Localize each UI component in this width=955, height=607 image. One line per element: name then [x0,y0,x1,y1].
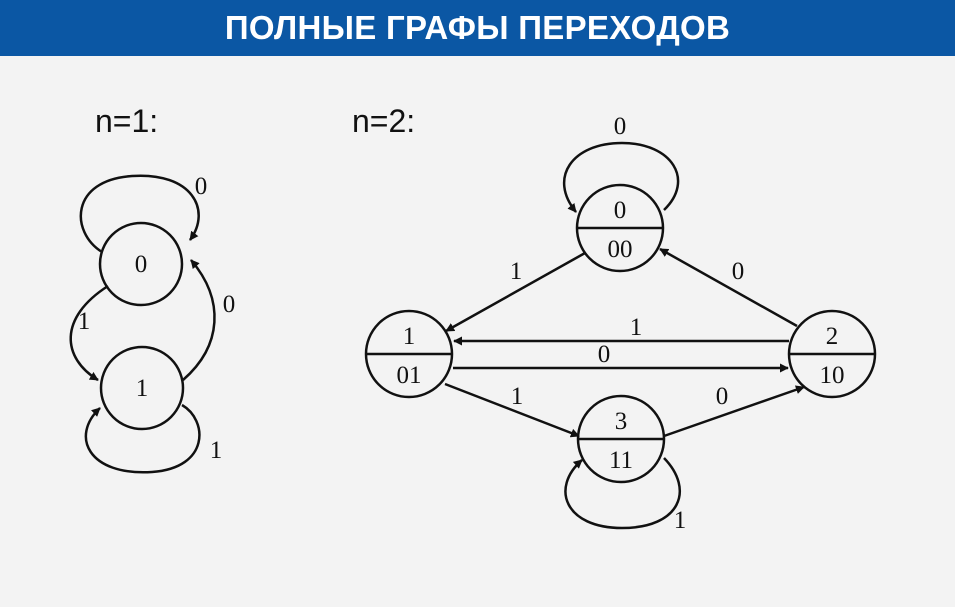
g2-edge-2-1-label: 1 [630,314,643,341]
g2-node-1-id: 1 [403,323,416,350]
g1-edge-1-0-label: 0 [223,291,236,318]
g1-edge-loop-1-label: 1 [210,437,223,464]
graph2-label: n=2: [352,103,416,139]
g2-node-3-id: 3 [615,408,628,435]
g2-edge-2-0 [659,247,798,328]
g2-edge-0-1-label: 1 [510,258,523,285]
g1-edge-0-1 [69,284,109,382]
g2-edge-1-3-label: 1 [511,383,524,410]
g2-edge-3-2 [663,385,805,438]
g2-node-1-code: 01 [397,362,422,389]
g2-node-2-id: 2 [826,323,839,350]
g2-edge-1-3 [444,382,580,438]
g2-edge-loop-0-label: 0 [614,113,627,140]
g1-node-0 [98,221,184,307]
g2-edge-2-0-label: 0 [732,258,745,285]
title-banner: ПОЛНЫЕ ГРАФЫ ПЕРЕХОДОВ [0,0,955,56]
g1-edge-loop-0-label: 0 [195,173,208,200]
g2-edge-loop-3-label: 1 [674,507,687,534]
g1-edge-loop-0 [79,174,200,254]
g2-node-0-code: 00 [608,236,633,263]
g1-edge-0-1-label: 1 [78,308,91,335]
g2-edge-3-2-label: 0 [716,383,729,410]
g2-node-0-id: 0 [614,197,627,224]
g2-edge-loop-0 [563,141,680,213]
g2-edge-loop-3 [564,457,682,530]
graph2 [364,141,877,530]
page-title: ПОЛНЫЕ ГРАФЫ ПЕРЕХОДОВ [224,9,731,46]
g2-node-3-code: 11 [609,447,633,474]
g1-edge-1-0 [182,259,216,381]
graph1 [69,174,216,474]
g1-node-1 [99,345,185,431]
g1-node-0-label: 0 [135,251,148,278]
g2-node-2-code: 10 [820,362,845,389]
g1-edge-loop-1 [84,403,201,474]
g2-edge-1-2-label: 0 [598,341,611,368]
g1-node-1-label: 1 [136,375,149,402]
g2-edge-0-1 [445,251,586,333]
graph1-label: n=1: [95,103,159,139]
